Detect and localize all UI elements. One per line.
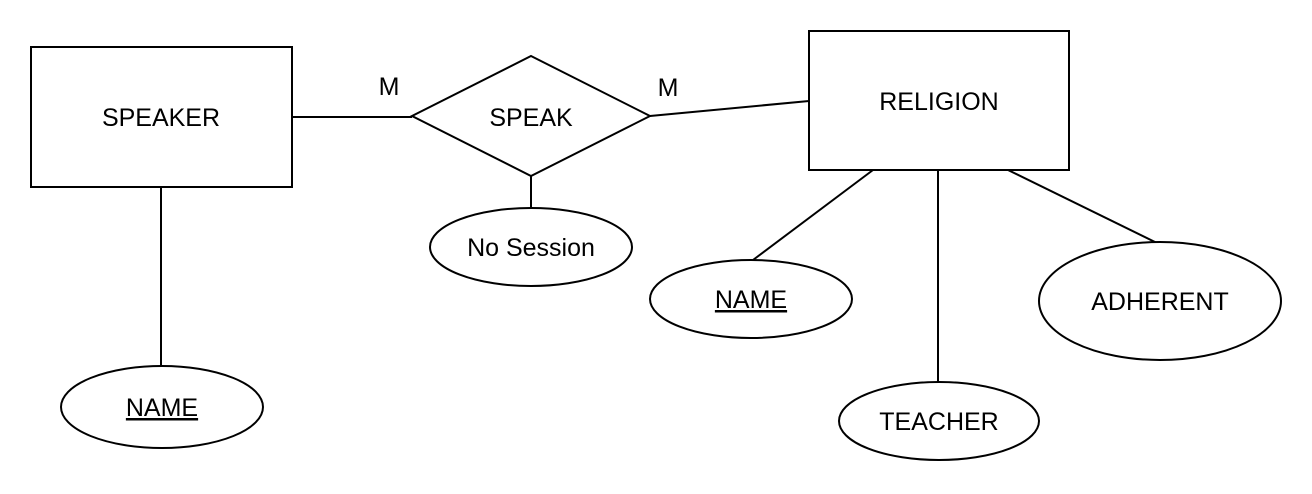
relationship-speak-diamond <box>409 54 653 178</box>
attribute-teacher-label: TEACHER <box>879 408 998 436</box>
attribute-religion-name-label: NAME <box>715 286 787 314</box>
entity-religion: RELIGION <box>808 30 1070 171</box>
entity-speaker-label: SPEAKER <box>102 104 220 132</box>
attribute-no-session-ellipse <box>429 207 633 287</box>
attribute-teacher-ellipse <box>838 381 1040 461</box>
entity-speaker-box <box>30 46 293 188</box>
attribute-no-session-label: No Session <box>467 234 595 262</box>
entity-speaker: SPEAKER <box>30 46 293 188</box>
relationship-speak-label: SPEAK <box>489 104 573 132</box>
connector-religion-adherent <box>1007 169 1158 244</box>
attribute-adherent-ellipse <box>1038 241 1282 361</box>
entity-religion-box <box>808 30 1070 171</box>
attribute-speaker-name-ellipse <box>60 365 264 449</box>
entity-religion-label: RELIGION <box>879 88 998 116</box>
connector-religion-name <box>752 169 874 261</box>
attribute-religion-name-ellipse <box>649 259 853 339</box>
attribute-adherent: ADHERENT <box>1038 241 1282 361</box>
attribute-teacher: TEACHER <box>838 381 1040 461</box>
attribute-adherent-label: ADHERENT <box>1091 288 1229 316</box>
attribute-speaker-name-label: NAME <box>126 394 198 422</box>
cardinality-right-m: M <box>658 74 679 102</box>
relationship-speak: SPEAK <box>409 54 653 178</box>
connector-speak-religion <box>649 100 810 117</box>
cardinality-left-m: M <box>379 73 400 101</box>
attribute-religion-name: NAME <box>649 259 853 339</box>
attribute-no-session: No Session <box>429 207 633 287</box>
attribute-speaker-name: NAME <box>60 365 264 449</box>
